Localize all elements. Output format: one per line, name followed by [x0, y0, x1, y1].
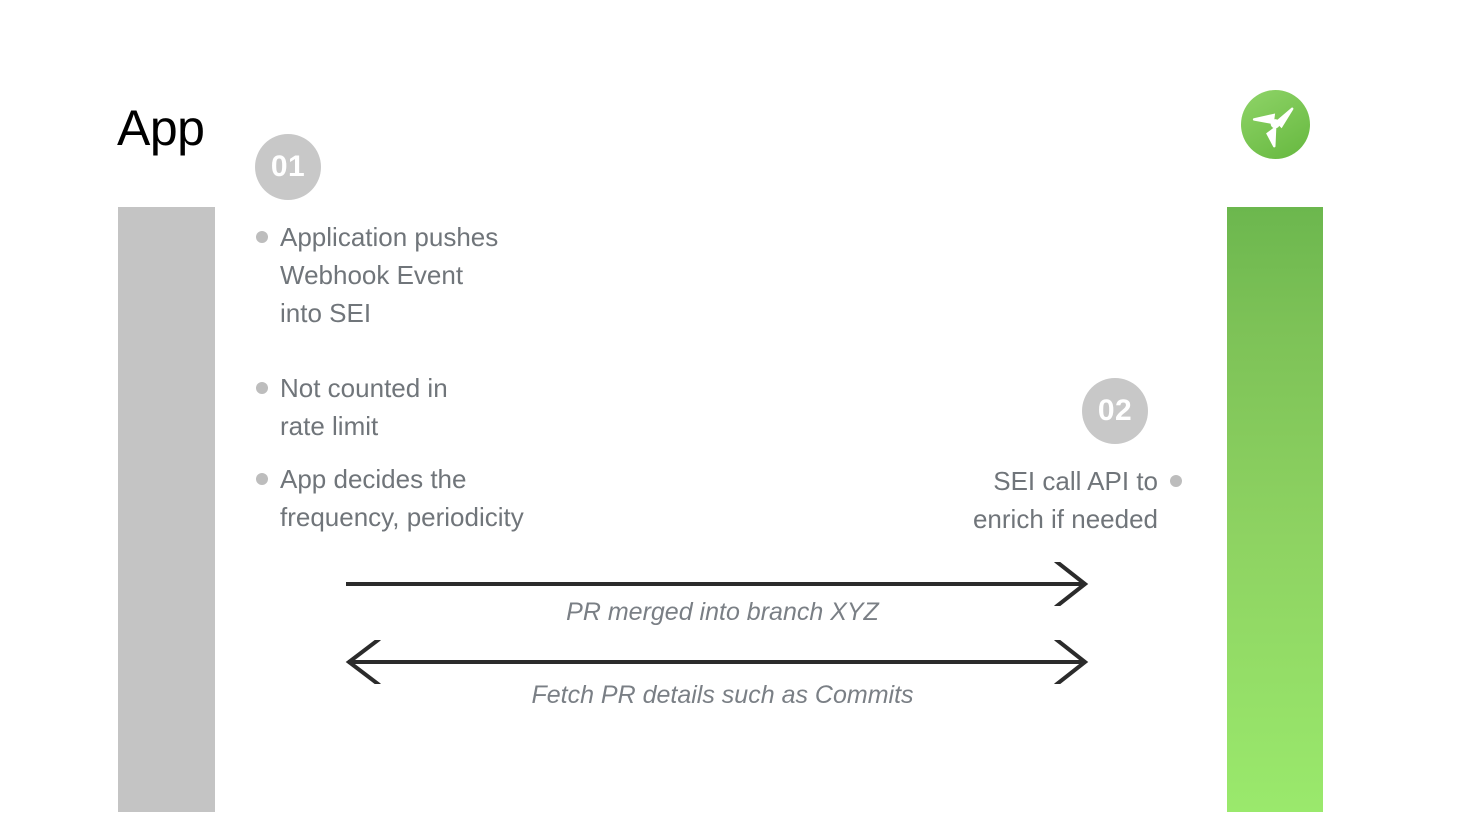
- bullet-item-app-pushes: Application pushes Webhook Event into SE…: [256, 218, 498, 332]
- step-badge-02: 02: [1082, 378, 1148, 444]
- bullet-text: Application pushes Webhook Event into SE…: [280, 222, 499, 328]
- bullet-text: Not counted in rate limit: [280, 373, 448, 441]
- bullet-text: SEI call API to enrich if needed: [972, 466, 1158, 534]
- flow-arrow-label-fetch-pr-details: Fetch PR details such as Commits: [531, 681, 914, 709]
- bullet-dot-icon: [256, 382, 268, 394]
- flow-arrow-pr-merged: [340, 562, 1105, 606]
- harness-propeller-icon: [1241, 90, 1310, 159]
- bullet-item-frequency: App decides the frequency, periodicity: [256, 460, 524, 536]
- step-badge-01: 01: [255, 134, 321, 200]
- bullet-text: App decides the frequency, periodicity: [280, 464, 524, 532]
- lifeline-bar-app: [118, 207, 215, 812]
- flow-arrow-fetch-pr-details: [340, 640, 1105, 684]
- bullet-item-rate-limit: Not counted in rate limit: [256, 369, 448, 445]
- page-title: App: [117, 100, 205, 156]
- bullet-dot-icon: [1170, 475, 1182, 487]
- bullet-dot-icon: [256, 473, 268, 485]
- bullet-dot-icon: [256, 231, 268, 243]
- bullet-item-sei-enrich: SEI call API to enrich if needed: [930, 462, 1182, 538]
- lifeline-bar-sei: [1227, 207, 1323, 812]
- flow-arrow-label-pr-merged: PR merged into branch XYZ: [566, 598, 879, 626]
